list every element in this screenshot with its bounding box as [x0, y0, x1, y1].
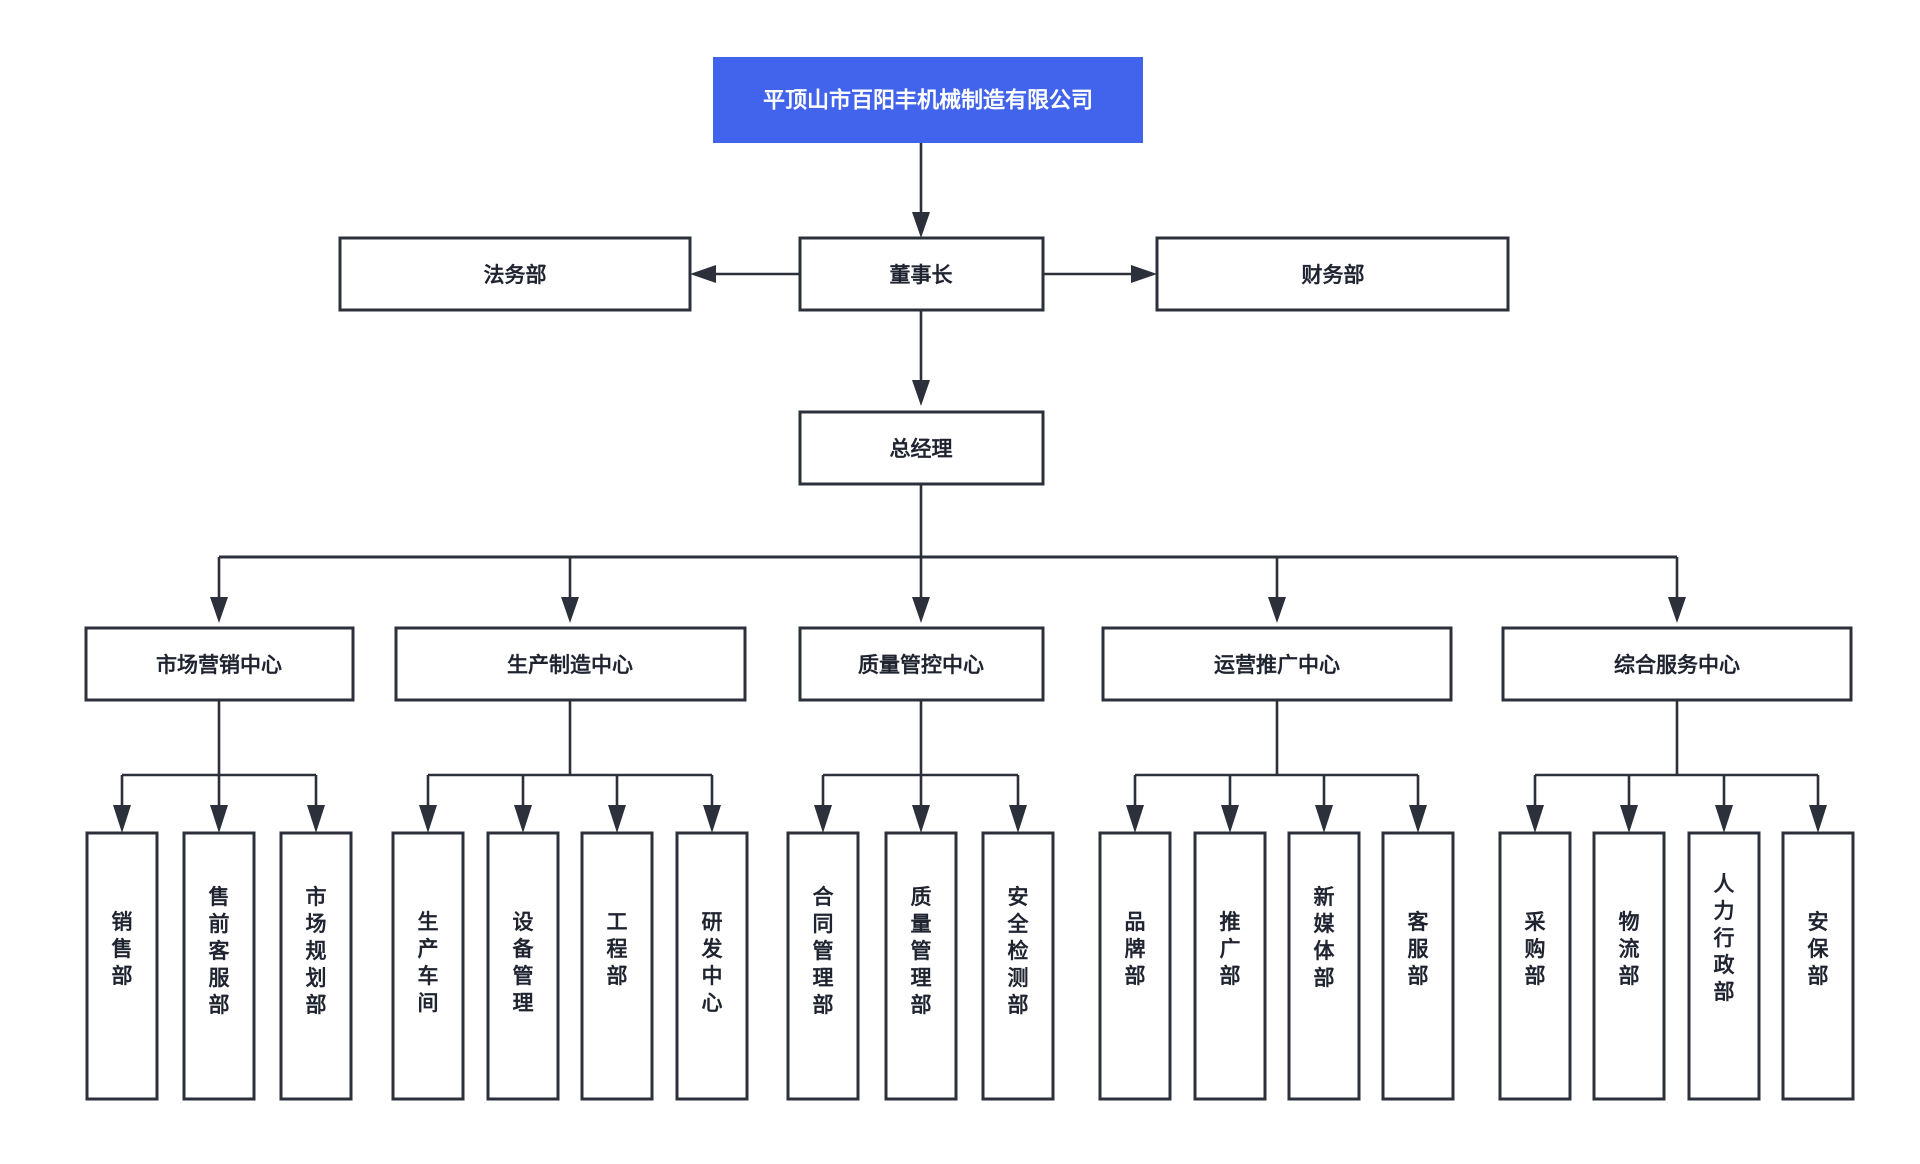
node-center-quality-label: 质量管控中心 [858, 653, 984, 677]
node-department-customer-service-label: 客服部 [1408, 910, 1430, 988]
node-department-sales-label: 销售部 [112, 910, 133, 988]
node-company-root[interactable]: 平顶山市百阳丰机械制造有限公司 [713, 57, 1143, 143]
node-department-logistics[interactable]: 物流部 [1592, 831, 1666, 1101]
node-department-equipment-management[interactable]: 设备管理 [486, 831, 560, 1101]
node-department-rnd-center[interactable]: 研发中心 [675, 831, 749, 1101]
node-department-production-workshop-label: 生产车间 [418, 910, 439, 1015]
node-department-safety-inspection-label: 安全检测部 [1007, 885, 1030, 1017]
connector-center-4-to-departments [1126, 700, 1427, 833]
node-department-new-media-label: 新媒体部 [1314, 885, 1336, 990]
node-department-customer-service[interactable]: 客服部 [1381, 831, 1455, 1101]
node-department-presale-service-label: 售前客服部 [209, 885, 231, 1017]
node-department-equipment-management-label: 设备管理 [512, 910, 535, 1015]
node-department-quality-management-label: 质量管理部 [911, 885, 932, 1017]
node-department-sales[interactable]: 销售部 [85, 831, 159, 1101]
node-center-marketing[interactable]: 市场营销中心 [84, 626, 355, 702]
node-center-general-services[interactable]: 综合服务中心 [1501, 626, 1853, 702]
node-department-engineering-label: 工程部 [607, 910, 628, 988]
node-department-procurement[interactable]: 采购部 [1498, 831, 1572, 1101]
node-department-promotion-label: 推广部 [1220, 910, 1241, 988]
node-department-rnd-center-label: 研发中心 [701, 910, 724, 1015]
node-department-presale-service[interactable]: 售前客服部 [182, 831, 256, 1101]
node-center-operations-label: 运营推广中心 [1214, 653, 1340, 677]
node-center-marketing-label: 市场营销中心 [156, 653, 282, 677]
node-chairman-label: 董事长 [890, 263, 954, 287]
node-department-contract-management[interactable]: 合同管理部 [786, 831, 860, 1101]
node-department-contract-management-label: 合同管理部 [813, 885, 835, 1017]
node-general-manager-label: 总经理 [890, 437, 953, 461]
node-department-new-media[interactable]: 新媒体部 [1287, 831, 1361, 1101]
connector-chairman-to-finance [1043, 265, 1157, 283]
connector-center-3-to-departments [814, 700, 1027, 833]
node-department-safety-inspection[interactable]: 安全检测部 [981, 831, 1055, 1101]
node-department-engineering[interactable]: 工程部 [580, 831, 654, 1101]
node-department-security[interactable]: 安保部 [1781, 831, 1855, 1101]
node-department-brand[interactable]: 品牌部 [1098, 831, 1172, 1101]
connector-center-1-to-departments [113, 700, 325, 833]
connector-gm-to-bus [210, 484, 1686, 623]
node-department-hr-admin[interactable]: 人力行政部 [1687, 831, 1761, 1101]
node-center-manufacturing-label: 生产制造中心 [507, 653, 633, 677]
node-department-brand-label: 品牌部 [1125, 910, 1146, 988]
node-center-manufacturing[interactable]: 生产制造中心 [394, 626, 747, 702]
node-department-market-planning[interactable]: 市场规划部 [279, 831, 353, 1101]
node-department-procurement-label: 采购部 [1525, 910, 1546, 988]
node-general-manager[interactable]: 总经理 [798, 410, 1045, 486]
connector-center-2-to-departments [419, 700, 721, 833]
node-center-operations[interactable]: 运营推广中心 [1101, 626, 1453, 702]
node-finance-department-label: 财务部 [1302, 263, 1365, 287]
node-department-security-label: 安保部 [1807, 910, 1830, 988]
connector-chairman-to-legal [690, 265, 800, 283]
node-department-production-workshop[interactable]: 生产车间 [391, 831, 465, 1101]
connector-chairman-to-gm [912, 310, 930, 406]
node-department-logistics-label: 物流部 [1619, 910, 1640, 988]
node-legal-department[interactable]: 法务部 [338, 236, 692, 312]
connector-root-to-chairman [912, 143, 930, 238]
node-department-hr-admin-label: 人力行政部 [1713, 872, 1736, 1004]
connector-layer [113, 143, 1827, 833]
node-legal-department-label: 法务部 [484, 263, 547, 287]
connector-center-5-to-departments [1526, 700, 1827, 833]
node-chairman[interactable]: 董事长 [798, 236, 1045, 312]
node-finance-department[interactable]: 财务部 [1155, 236, 1510, 312]
node-department-promotion[interactable]: 推广部 [1193, 831, 1267, 1101]
node-department-market-planning-label: 市场规划部 [306, 885, 327, 1017]
node-company-root-label: 平顶山市百阳丰机械制造有限公司 [763, 88, 1093, 114]
node-center-general-services-label: 综合服务中心 [1614, 653, 1740, 677]
node-department-quality-management[interactable]: 质量管理部 [884, 831, 958, 1101]
node-center-quality[interactable]: 质量管控中心 [798, 626, 1045, 702]
